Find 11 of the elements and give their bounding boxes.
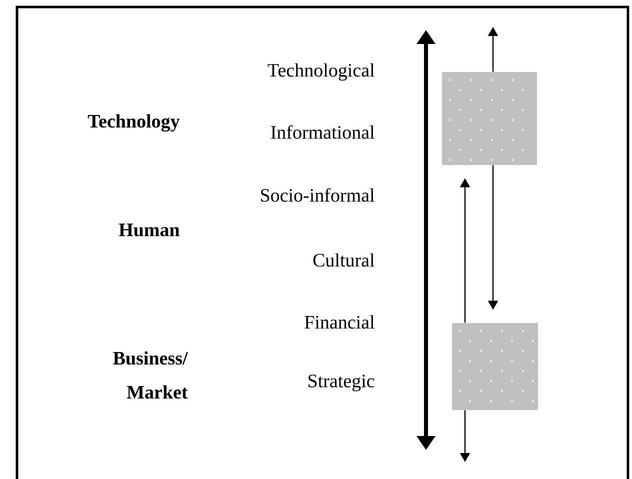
level-label: Strategic bbox=[308, 374, 374, 392]
level-label: Technological bbox=[268, 63, 374, 81]
level-label: Socio-informal bbox=[261, 188, 374, 202]
dotted-box bbox=[452, 322, 538, 410]
level-label: Informational bbox=[271, 125, 374, 139]
group-label: Business/ Market bbox=[113, 351, 188, 399]
level-label: Financial bbox=[304, 315, 374, 329]
dotted-box bbox=[442, 72, 537, 165]
group-label: Technology bbox=[88, 114, 180, 132]
group-label: Human bbox=[118, 224, 180, 236]
level-label: Cultural bbox=[313, 253, 374, 267]
